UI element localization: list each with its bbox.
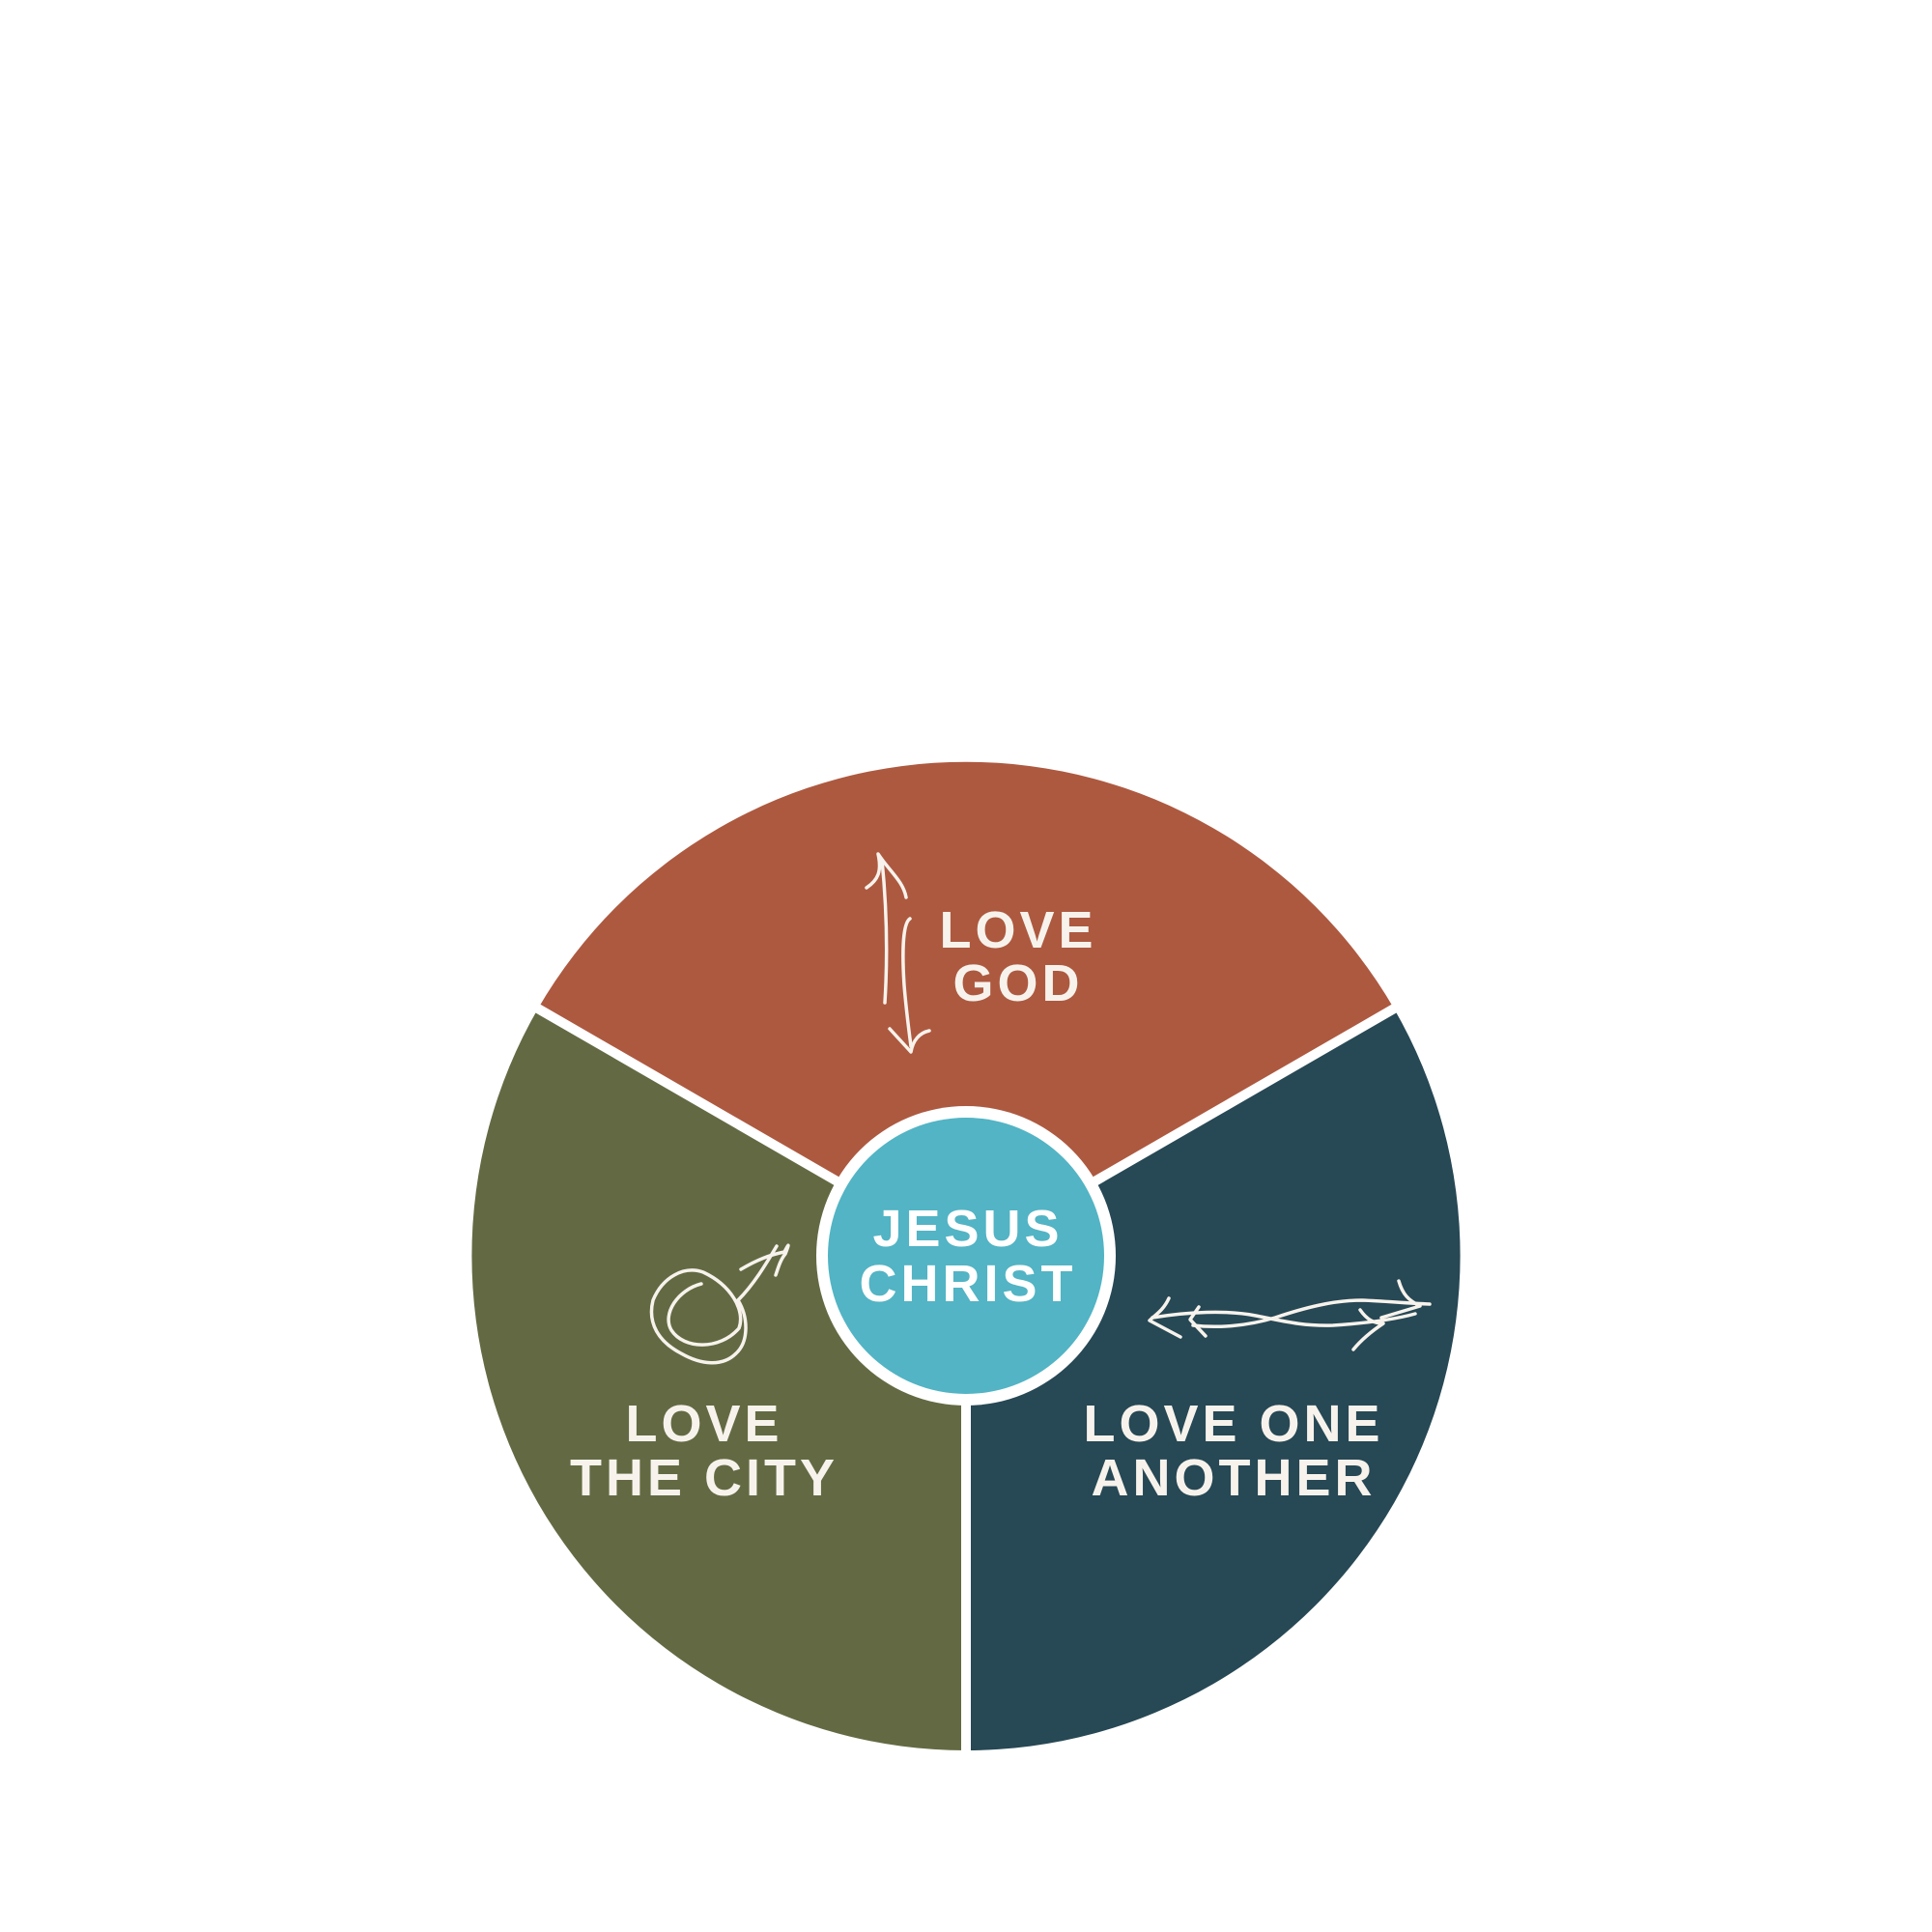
love-the-city-label-line2: THE CITY	[570, 1449, 838, 1507]
love-one-another-label-line1: LOVE ONE	[1083, 1395, 1383, 1453]
center-circle	[828, 1118, 1104, 1394]
segment-love-god	[538, 761, 1394, 1256]
love-the-city-label-line1: LOVE	[625, 1395, 782, 1453]
center-label-line2: CHRIST	[860, 1255, 1077, 1313]
love-one-another-label-line2: ANOTHER	[1092, 1449, 1377, 1507]
vertical-double-arrow-icon	[865, 852, 931, 1054]
horizontal-double-arrow-icon	[1148, 1279, 1432, 1351]
looping-arrow-icon	[649, 1243, 790, 1365]
love-god-label-line2: GOD	[952, 954, 1083, 1012]
love-god-label-line1: LOVE	[939, 901, 1096, 959]
center-label-line1: JESUS	[872, 1200, 1063, 1258]
